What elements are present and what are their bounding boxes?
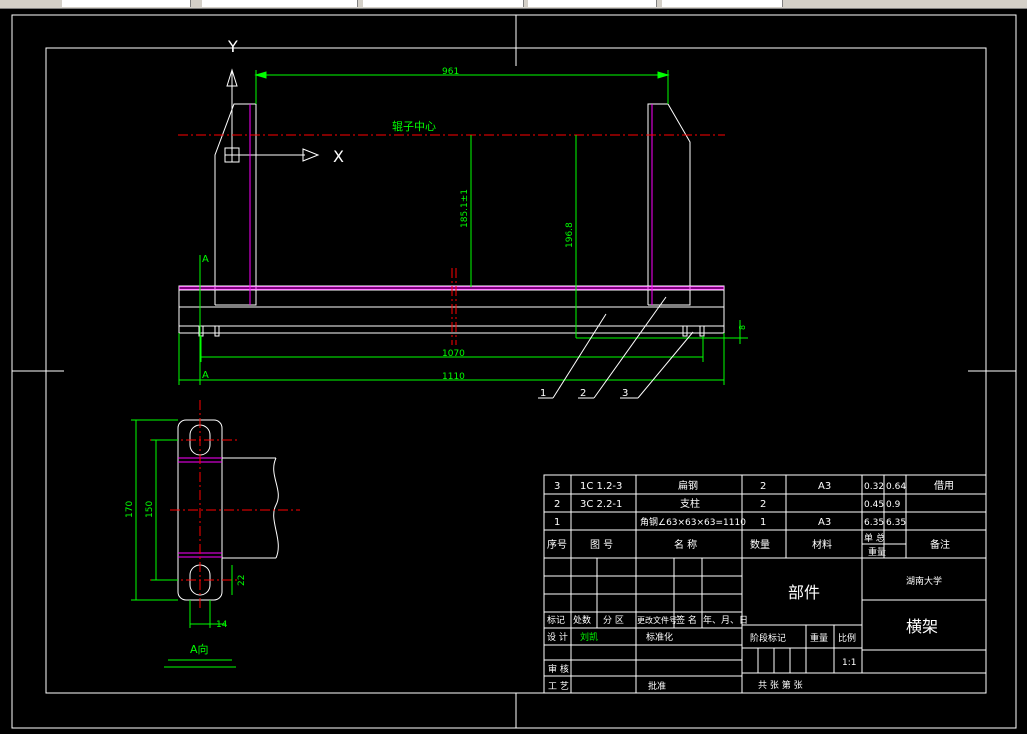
dim-170: 170	[125, 501, 135, 518]
part-name: 横架	[906, 617, 938, 636]
toolbar-tab[interactable]	[363, 0, 524, 7]
bom-row: 1 角钢∠63×63×63=1110 1 A3 6.35 6.35	[554, 516, 906, 528]
toolbar-tab[interactable]	[528, 0, 657, 7]
bom-header-weight: 重量	[868, 546, 886, 558]
rev-header-zone: 分 区	[603, 615, 624, 626]
main-view-geometry	[178, 103, 725, 337]
bom-header-material: 材料	[812, 538, 832, 551]
bom-note: 借用	[934, 480, 954, 492]
bom-weight-total: 6.35	[886, 518, 906, 528]
roller-center-label: 辊子中心	[392, 119, 436, 133]
view-a-label: A向	[190, 642, 209, 656]
bom-row: 2 3C 2.2-1 支柱 2 0.45 0.9	[554, 497, 901, 510]
part-label: 部件	[788, 583, 820, 602]
bom-name: 支柱	[680, 497, 700, 510]
designer-name: 刘凯	[580, 631, 598, 643]
cad-drawing-canvas[interactable]: Y X	[0, 8, 1027, 734]
school-name: 湖南大学	[906, 575, 942, 587]
bom-no: 3	[554, 481, 560, 492]
toolbar-tab[interactable]	[62, 0, 191, 7]
bom-material: A3	[818, 481, 831, 492]
scale-label: 比例	[838, 632, 856, 644]
bom-weight-total: 0.64	[886, 482, 906, 492]
weight-label: 重量	[810, 632, 828, 644]
approve-label: 批准	[648, 680, 666, 692]
bom-row: 3 1C 1.2-3 扁钢 2 A3 0.32 0.64 借用	[554, 479, 954, 492]
bom-qty: 2	[760, 499, 766, 510]
title-block: 部件 湖南大学 横架 标记 处数 分 区 更改文件号 签 名 年、月、日 设 计…	[547, 575, 942, 692]
dim-22: 22	[237, 575, 247, 586]
rev-header-mark: 标记	[547, 614, 565, 626]
toolbar-strip	[0, 0, 1027, 9]
ucs-axis-icon	[224, 68, 320, 163]
bom-no: 1	[554, 517, 560, 528]
axis-y-label: Y	[227, 37, 238, 56]
bom-header-qty: 数量	[750, 538, 770, 551]
center-lines	[178, 134, 725, 345]
dim-185: 185.1±1	[460, 189, 470, 228]
dim-196: 196.8	[565, 222, 575, 248]
callout-1: 1	[540, 388, 546, 399]
bom-weight-single: 0.45	[864, 500, 884, 510]
dim-1070: 1070	[442, 349, 465, 359]
callout-leaders	[538, 296, 694, 399]
bom-table: 3 1C 1.2-3 扁钢 2 A3 0.32 0.64 借用 2 3C 2.2…	[547, 479, 954, 558]
bom-weight-single: 6.35	[864, 518, 884, 528]
bom-weight-single: 0.32	[864, 482, 884, 492]
side-view-dimensions	[131, 419, 236, 668]
dim-14: 14	[216, 620, 228, 630]
standardize-label: 标准化	[646, 631, 673, 643]
design-label: 设 计	[547, 631, 568, 643]
review-label: 审 核	[548, 663, 569, 675]
bom-header-note: 备注	[930, 538, 950, 551]
section-mark-a-bottom: A	[202, 370, 209, 381]
section-mark-a-top: A	[202, 254, 209, 265]
bom-header-row: 序号 图 号 名 称 数量 材料 单 总 重量 备注	[547, 532, 950, 558]
bom-name: 扁钢	[678, 479, 698, 492]
dim-8: 8	[738, 325, 747, 330]
bom-weight-total: 0.9	[886, 500, 901, 510]
toolbar-tab[interactable]	[662, 0, 783, 7]
dim-1110: 1110	[442, 372, 465, 382]
process-label: 工 艺	[548, 681, 569, 692]
callout-3: 3	[622, 388, 628, 399]
rev-header-date: 年、月、日	[703, 614, 748, 626]
bom-code: 3C 2.2-1	[580, 499, 622, 510]
dim-150: 150	[145, 501, 155, 518]
bom-header-name: 名 称	[674, 538, 697, 551]
bom-qty: 1	[760, 517, 766, 528]
rev-header-file: 更改文件号	[637, 615, 677, 625]
axis-x-label: X	[333, 147, 344, 166]
bom-no: 2	[554, 499, 560, 510]
bom-header-weight-single: 单 总	[864, 532, 885, 544]
dim-961: 961	[442, 67, 459, 77]
bom-code: 1C 1.2-3	[580, 481, 622, 492]
bom-header-no: 序号	[547, 538, 567, 551]
drawing-frame	[11, 14, 1017, 729]
bom-name: 角钢∠63×63×63=1110	[640, 516, 746, 528]
bom-material: A3	[818, 517, 831, 528]
main-view-dimensions	[178, 70, 748, 385]
side-view-centerlines	[150, 400, 300, 610]
bom-qty: 2	[760, 481, 766, 492]
sheet-count: 共 张 第 张	[758, 679, 803, 691]
callout-2: 2	[580, 388, 586, 399]
scale-value: 1:1	[842, 658, 856, 668]
stage-mark-label: 阶段标记	[750, 632, 786, 644]
bom-header-code: 图 号	[590, 539, 613, 551]
rev-header-count: 处数	[573, 614, 591, 626]
title-block-lines	[543, 474, 987, 694]
rev-header-sign: 签 名	[676, 614, 697, 626]
toolbar-tab[interactable]	[202, 0, 358, 7]
